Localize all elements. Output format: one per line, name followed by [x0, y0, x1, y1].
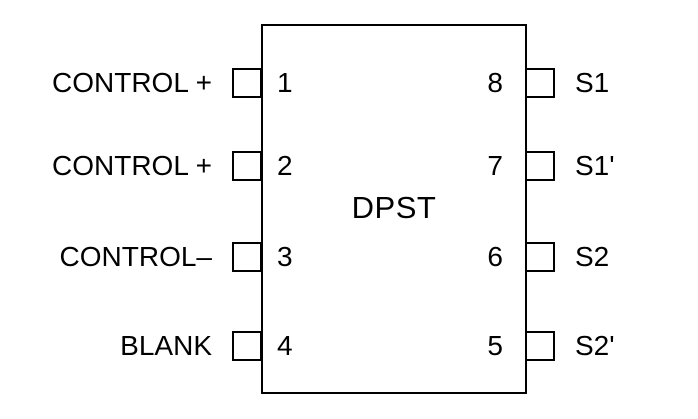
pin-8-number: 8	[487, 67, 503, 98]
pin-6-lead	[525, 242, 555, 272]
pin-1-lead	[232, 68, 262, 98]
pin-row-3-6: CONTROL– 3 6 S2	[0, 241, 698, 273]
pin-5-lead	[525, 331, 555, 361]
pin-7-lead	[525, 151, 555, 181]
pin-6-label: S2	[575, 241, 610, 272]
pin-4-label: BLANK	[120, 330, 212, 361]
pin-3-lead	[232, 242, 262, 272]
pin-2-lead	[232, 151, 262, 181]
chip-body	[261, 24, 527, 394]
chip-title: DPST	[351, 190, 437, 225]
pin-row-4-5: BLANK 4 5 S2'	[0, 330, 698, 362]
pin-row-2-7: CONTROL + 2 7 S1'	[0, 150, 698, 182]
pin-row-1-8: CONTROL + 1 8 S1	[0, 67, 698, 99]
pin-1-number: 1	[277, 67, 293, 98]
pin-1-label: CONTROL +	[52, 67, 212, 98]
pin-6-number: 6	[487, 241, 503, 272]
pin-5-label: S2'	[575, 330, 615, 361]
pin-7-label: S1'	[575, 150, 615, 181]
pin-3-number: 3	[277, 241, 293, 272]
pin-3-label: CONTROL–	[59, 241, 212, 272]
pin-8-label: S1	[575, 67, 610, 98]
pin-2-number: 2	[277, 150, 293, 181]
pin-5-number: 5	[487, 330, 503, 361]
pin-4-lead	[232, 331, 262, 361]
pin-2-label: CONTROL +	[52, 150, 212, 181]
pin-8-lead	[525, 68, 555, 98]
pin-7-number: 7	[487, 150, 503, 181]
pin-4-number: 4	[277, 330, 293, 361]
